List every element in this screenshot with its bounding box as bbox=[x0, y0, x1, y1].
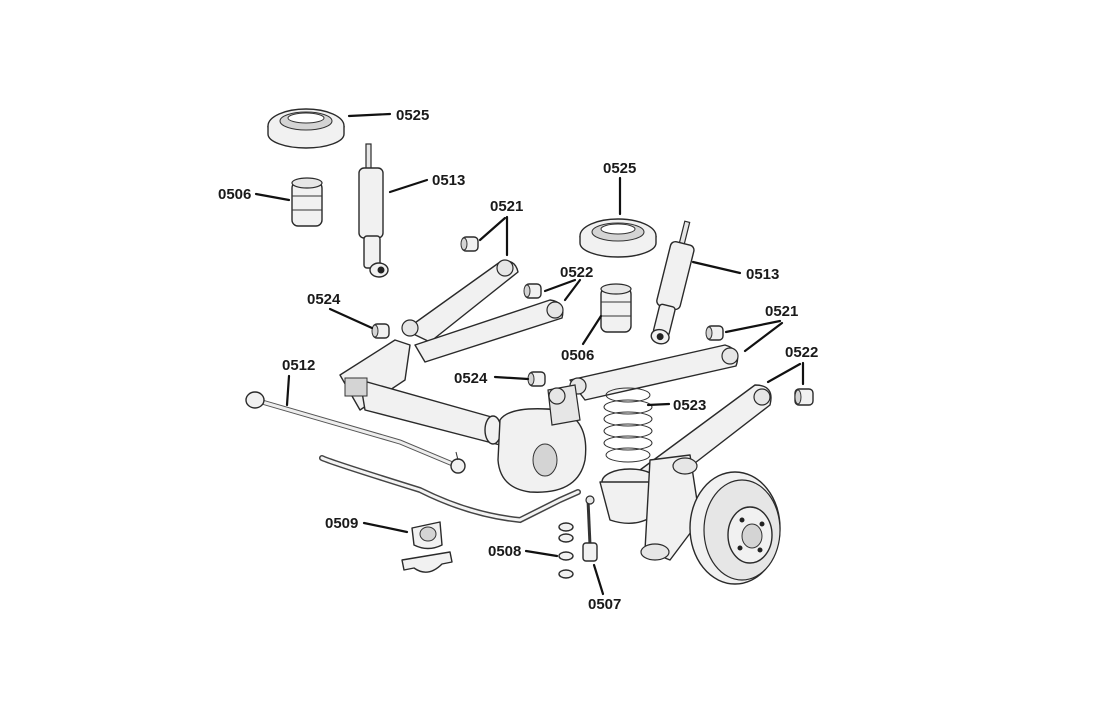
shock-absorber-left bbox=[358, 143, 389, 278]
bush-0521-right bbox=[705, 325, 724, 341]
anti-roll-bar-link bbox=[245, 391, 466, 474]
brake-disc bbox=[689, 471, 781, 585]
crossmember-subframe bbox=[339, 339, 502, 446]
label-0507: 0507 bbox=[588, 596, 621, 613]
hub-carrier bbox=[599, 454, 701, 561]
anti-roll-bar bbox=[319, 455, 581, 524]
label-0509: 0509 bbox=[325, 515, 358, 532]
shock-top-seat-right bbox=[579, 218, 657, 258]
label-0521-right: 0521 bbox=[765, 303, 798, 320]
bump-stop-left bbox=[291, 177, 323, 227]
label-0512: 0512 bbox=[282, 357, 315, 374]
label-0522-right: 0522 bbox=[785, 344, 818, 361]
label-0524-left: 0524 bbox=[307, 291, 341, 308]
bush-0524-right bbox=[527, 371, 546, 387]
part-labels: 0525 0506 0513 0521 0522 0524 0512 0525 … bbox=[218, 107, 818, 613]
drop-link bbox=[582, 495, 598, 562]
label-0506-left: 0506 bbox=[218, 186, 251, 203]
label-0521-left: 0521 bbox=[490, 198, 523, 215]
bush-0522-left bbox=[523, 283, 542, 299]
drop-link-washers bbox=[558, 522, 574, 579]
label-0523: 0523 bbox=[673, 397, 706, 414]
label-0506-right: 0506 bbox=[561, 347, 594, 364]
coil-spring bbox=[603, 387, 653, 463]
differential-housing bbox=[497, 384, 587, 493]
label-0508: 0508 bbox=[488, 543, 521, 560]
upper-wishbone bbox=[401, 259, 564, 363]
bump-stop-right bbox=[600, 283, 632, 333]
label-0525-right: 0525 bbox=[603, 160, 636, 177]
shock-top-seat-left bbox=[267, 108, 345, 149]
label-0524-right: 0524 bbox=[454, 370, 488, 387]
label-0513-right: 0513 bbox=[746, 266, 779, 283]
leader-lines bbox=[254, 112, 805, 596]
bush-0524-left bbox=[371, 323, 390, 339]
label-0525-left: 0525 bbox=[396, 107, 429, 124]
bush-0521-left bbox=[460, 236, 479, 252]
label-0513-left: 0513 bbox=[432, 172, 465, 189]
bush-0522-right bbox=[794, 388, 814, 406]
anti-roll-bar-clamp bbox=[401, 521, 453, 573]
label-0522-left: 0522 bbox=[560, 264, 593, 281]
shock-absorber-right bbox=[650, 220, 695, 345]
